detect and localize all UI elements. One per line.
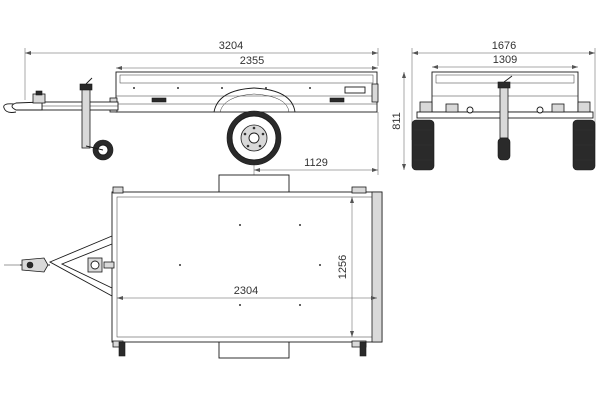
inner-length-label: 2304 <box>234 285 258 297</box>
dimension-box-height: 811 <box>391 72 406 170</box>
cargo-bed-top <box>111 191 383 343</box>
a-frame-drawbar <box>4 235 115 297</box>
side-view: 3204 2355 <box>3 40 379 175</box>
jockey-wheel-rear <box>497 75 513 161</box>
dimension-overall-length: 3204 <box>24 40 379 100</box>
dimension-inner-length: 2304 <box>117 285 377 300</box>
corner-bracket <box>351 186 367 194</box>
dimension-box-length: 2355 <box>116 55 378 70</box>
box-width-label: 1309 <box>493 54 517 66</box>
dimension-rear-overhang: 1129 <box>253 112 379 175</box>
box-length-label: 2355 <box>240 55 264 67</box>
rear-overhang-label: 1129 <box>304 157 328 169</box>
top-view: 2304 1256 <box>4 174 383 359</box>
rear-view: 1676 1309 811 <box>391 40 596 171</box>
cargo-box-side <box>109 71 379 113</box>
rear-support <box>118 341 126 357</box>
rear-wheel-left <box>411 119 435 171</box>
box-height-label: 811 <box>391 112 403 130</box>
dimension-overall-width: 1676 <box>411 40 596 140</box>
drawbar-side <box>3 90 119 113</box>
rear-wheel-right <box>572 119 596 171</box>
side-wheel <box>213 87 296 166</box>
overall-length-label: 3204 <box>219 40 243 52</box>
dimension-inner-width: 1256 <box>337 197 354 337</box>
dimension-box-width: 1309 <box>432 54 578 69</box>
jockey-wheel <box>79 77 114 161</box>
rear-support <box>359 341 367 357</box>
inner-width-label: 1256 <box>337 255 349 279</box>
corner-bracket <box>112 186 124 194</box>
overall-width-label: 1676 <box>492 40 516 52</box>
